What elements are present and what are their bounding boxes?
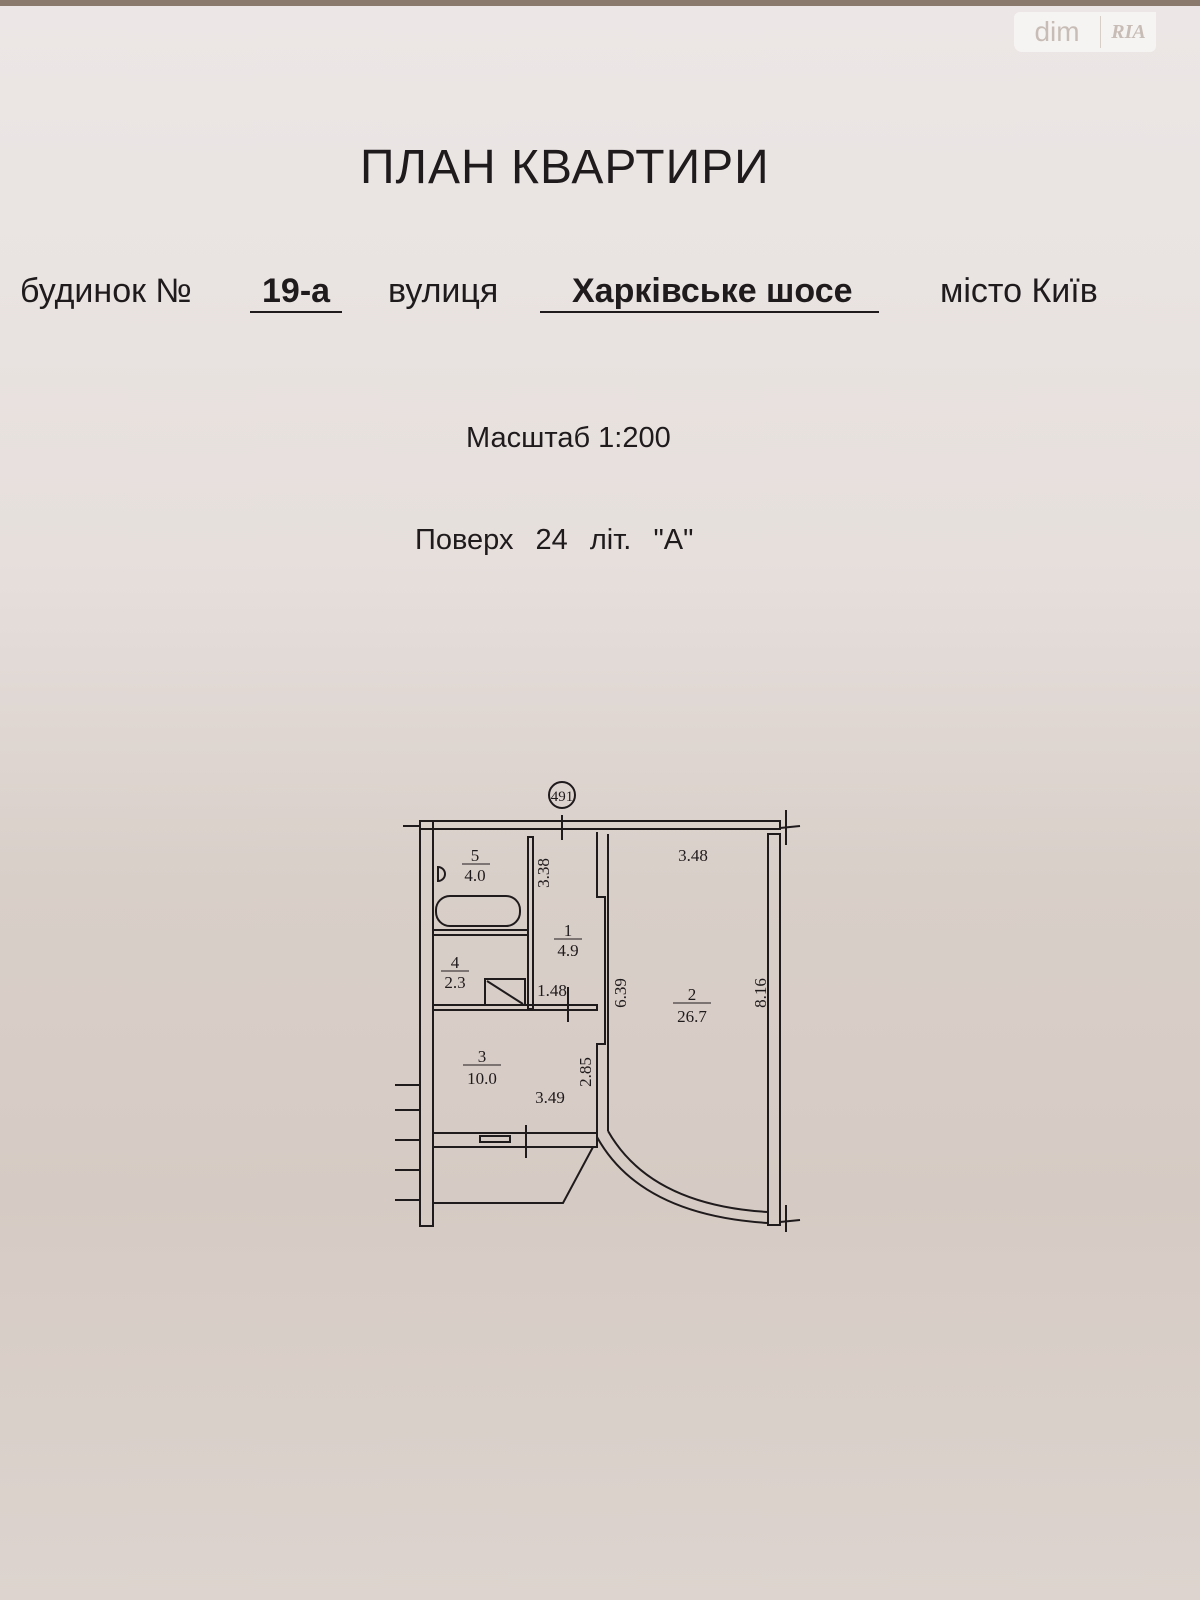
room-2-area: 26.7 [677, 1007, 707, 1026]
house-number: 19-а [250, 272, 343, 313]
plan-walls [395, 781, 801, 1232]
room-2-number: 2 [688, 985, 697, 1004]
room-3-number: 3 [478, 1047, 487, 1066]
room-3-area: 10.0 [467, 1069, 497, 1088]
dim-3-48: 3.48 [678, 846, 708, 865]
letter-label: літ. [589, 524, 632, 556]
dim-2-85: 2.85 [576, 1057, 595, 1087]
street-label: вулиця [388, 272, 499, 310]
dim-1-48: 1.48 [537, 981, 567, 1000]
room-1-number: 1 [564, 921, 573, 940]
watermark-dim: dim [1014, 16, 1101, 48]
floor-line: Поверх 24 літ. "А" [415, 524, 693, 557]
floor-number: 24 [535, 524, 568, 556]
dimria-watermark: dim RIA [1014, 12, 1156, 52]
dim-8-16: 8.16 [751, 978, 770, 1008]
house-label: будинок № [20, 272, 192, 310]
room-5-area: 4.0 [464, 866, 485, 885]
city: місто Київ [940, 272, 1098, 310]
photo-edge [0, 0, 1200, 6]
room-1-area: 4.9 [557, 941, 578, 960]
room-5-number: 5 [471, 846, 480, 865]
room-4-area: 2.3 [444, 973, 465, 992]
page-title: ПЛАН КВАРТИРИ [360, 141, 770, 194]
letter-value: "А" [653, 524, 694, 556]
floor-label: Поверх [415, 524, 514, 556]
dim-3-49: 3.49 [535, 1088, 565, 1107]
room-4-number: 4 [451, 953, 460, 972]
apartment-number: 491 [551, 789, 574, 805]
watermark-ria: RIA [1111, 20, 1146, 43]
dim-6-39: 6.39 [611, 978, 630, 1008]
scale-label: Масштаб 1:200 [466, 422, 671, 454]
street-name: Харківське шосе [540, 272, 879, 313]
dim-3-38: 3.38 [534, 858, 553, 888]
